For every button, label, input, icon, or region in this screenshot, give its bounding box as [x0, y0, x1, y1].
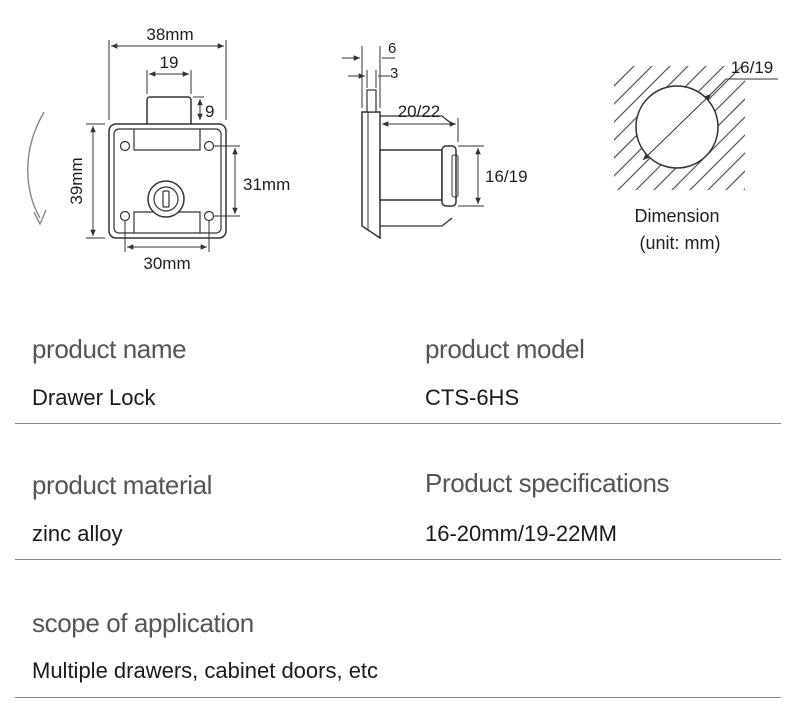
diameter-label: 16/19	[731, 58, 774, 77]
screw-hole	[119, 140, 131, 152]
front-view: 38mm 19 9 39mm 31mm 30mm	[27, 25, 290, 273]
product-material-label: product material	[32, 470, 213, 500]
lock-body-inner	[113, 128, 222, 234]
rotation-arrow-icon	[27, 111, 45, 219]
bolt-label: 3	[390, 65, 398, 82]
product-material-value: zinc alloy	[32, 521, 123, 546]
side-view: 6 3 20/22 16/19	[342, 40, 528, 240]
hatch-pattern	[614, 66, 745, 190]
bolt-width-label: 19	[160, 53, 179, 72]
lock-cylinder-inner	[153, 186, 179, 212]
bolt-height-label: 9	[205, 102, 214, 121]
row-divider	[15, 423, 781, 424]
unit-caption: (unit: mm)	[640, 233, 721, 253]
technical-diagram: 38mm 19 9 39mm 31mm 30mm	[27, 25, 778, 273]
width-label: 38mm	[146, 25, 193, 44]
product-specifications-value: 16-20mm/19-22MM	[425, 521, 617, 546]
scope-value: Multiple drawers, cabinet doors, etc	[32, 658, 379, 683]
lock-cutout	[133, 129, 201, 151]
product-specifications-label: Product specifications	[425, 468, 670, 498]
hole-vertical-label: 31mm	[243, 175, 290, 194]
side-plate	[361, 111, 381, 240]
row-divider	[15, 697, 781, 698]
product-name-value: Drawer Lock	[32, 385, 156, 410]
cylinder-label: 16/19	[485, 167, 528, 186]
hole-view: 16/19 Dimension (unit: mm)	[614, 58, 778, 253]
height-label: 39mm	[67, 157, 86, 204]
rotation-arrow-head	[33, 209, 47, 226]
side-cylinder-housing	[379, 149, 443, 201]
depth-label: 20/22	[398, 102, 441, 121]
dimension-caption: Dimension	[634, 206, 719, 226]
product-model-value: CTS-6HS	[425, 385, 520, 410]
product-model-label: product model	[425, 334, 585, 364]
scope-label: scope of application	[32, 608, 254, 638]
product-name-label: product name	[32, 334, 187, 364]
row-divider	[15, 559, 781, 560]
hole-horizontal-label: 30mm	[143, 254, 190, 273]
plate-label: 6	[388, 40, 396, 57]
diameter-dim-line	[642, 93, 712, 161]
key-slot	[162, 190, 170, 208]
hole-circle	[635, 85, 719, 169]
side-bolt	[366, 89, 377, 113]
